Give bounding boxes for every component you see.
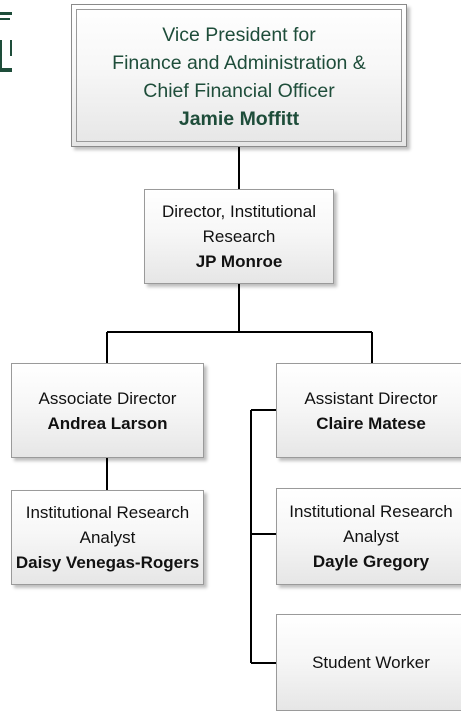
- analyst-right-name: Dayle Gregory: [312, 552, 430, 571]
- vp-title-line-1: Vice President for: [162, 23, 316, 46]
- analyst-left-box: Institutional Research Analyst Daisy Ven…: [11, 490, 204, 585]
- assistant-director-box: Assistant Director Claire Matese: [276, 363, 461, 458]
- director-name: JP Monroe: [195, 252, 283, 271]
- analyst-right-title-line-1: Institutional Research: [289, 502, 453, 521]
- associate-director-name: Andrea Larson: [47, 413, 168, 433]
- student-worker-box: Student Worker: [276, 614, 461, 711]
- logo-fragment-icon: [0, 12, 12, 72]
- analyst-right-box: Institutional Research Analyst Dayle Gre…: [276, 488, 461, 585]
- analyst-right-title-line-2: Analyst: [343, 527, 399, 546]
- assistant-director-name: Claire Matese: [316, 413, 426, 433]
- analyst-left-title-line-2: Analyst: [79, 528, 136, 547]
- director-title-line-2: Research: [202, 227, 276, 246]
- director-box: Director, Institutional Research JP Monr…: [144, 189, 334, 284]
- student-worker-title: Student Worker: [312, 653, 430, 672]
- vp-title-line-2: Finance and Administration &: [112, 51, 366, 74]
- vp-name: Jamie Moffitt: [178, 107, 300, 130]
- assistant-director-title: Assistant Director: [304, 388, 438, 408]
- vp-box: Vice President for Finance and Administr…: [71, 4, 407, 147]
- associate-director-box: Associate Director Andrea Larson: [11, 363, 204, 458]
- analyst-left-name: Daisy Venegas-Rogers: [15, 553, 200, 572]
- analyst-left-title-line-1: Institutional Research: [25, 503, 190, 522]
- vp-title-line-3: Chief Financial Officer: [143, 79, 335, 102]
- associate-director-title: Associate Director: [38, 388, 177, 408]
- director-title-line-1: Director, Institutional: [161, 202, 316, 221]
